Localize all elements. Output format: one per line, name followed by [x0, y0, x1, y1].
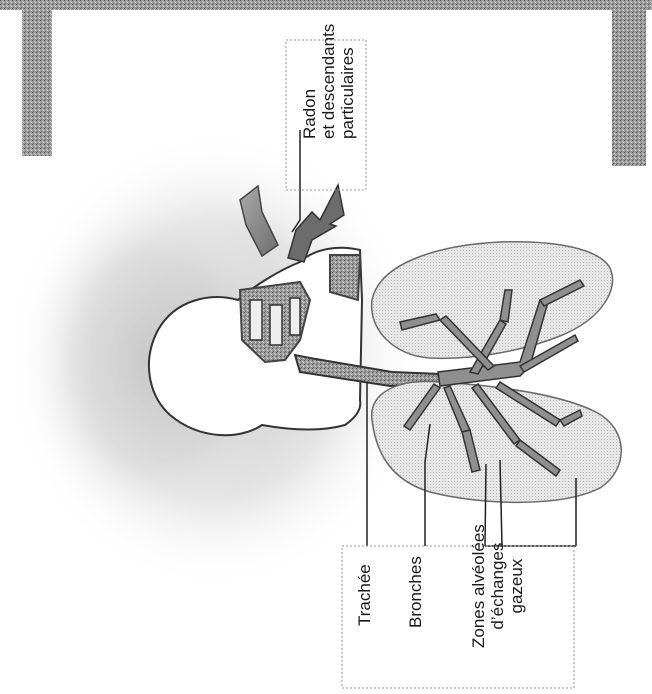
bronchi-label: Bronches — [406, 556, 425, 628]
trachea-label: Trachée — [355, 564, 374, 626]
alveolar-label-line2: d’échanges — [488, 524, 507, 648]
alveolar-label-line1: Zones alvéolées — [469, 524, 488, 648]
radon-label: Radon et descendants particulaires — [300, 24, 357, 139]
alveolar-zones-label: Zones alvéolées d’échanges gazeux — [469, 524, 526, 648]
radon-label-line2: et descendants — [319, 24, 338, 139]
radon-label-line1: Radon — [300, 24, 319, 139]
radon-label-line3: particulaires — [338, 24, 357, 139]
alveolar-label-line3: gazeux — [507, 524, 526, 648]
